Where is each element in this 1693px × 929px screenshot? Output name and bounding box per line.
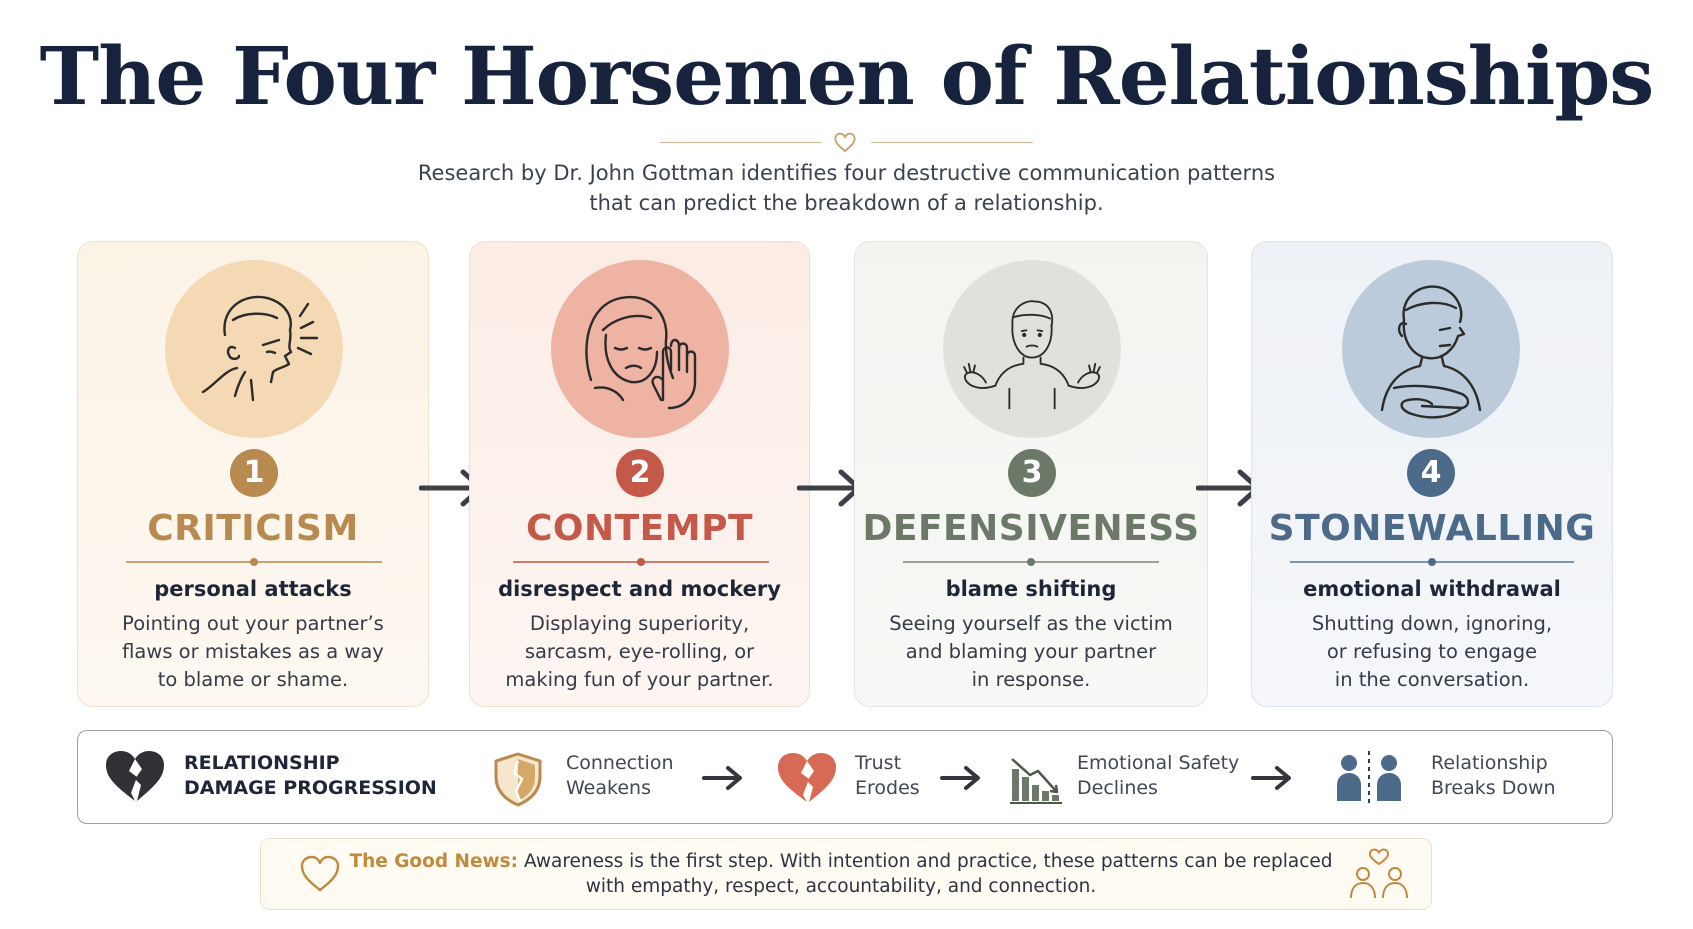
contempt-subtitle: disrespect and mockery	[498, 577, 781, 601]
progression-heading: RELATIONSHIP DAMAGE PROGRESSION	[184, 752, 437, 799]
progression-step-trust: Trust Erodes	[855, 752, 920, 799]
stonewalling-subtitle: emotional withdrawal	[1303, 577, 1561, 601]
title-divider	[0, 129, 1693, 155]
criticism-subtitle: personal attacks	[154, 577, 352, 601]
horseman-card-stonewalling: 4 STONEWALLING emotional withdrawal Shut…	[1251, 241, 1613, 707]
horseman-card-criticism: 1 CRITICISM personal attacks Pointing ou…	[77, 241, 429, 707]
criticism-description: Pointing out your partner’s flaws or mis…	[122, 612, 384, 691]
cracked-shield-icon	[494, 752, 542, 807]
separated-people-icon	[1337, 751, 1401, 803]
stonewalling-divider	[1290, 558, 1574, 566]
contempt-number-badge: 2	[616, 449, 664, 497]
page-title: The Four Horsemen of Relationships	[39, 29, 1655, 123]
arrow-right-icon	[702, 766, 742, 790]
arms-crossed-man-icon	[1342, 260, 1520, 438]
good-news-banner: The Good News: Awareness is the first st…	[260, 838, 1432, 910]
good-news-lead: The Good News:	[349, 851, 519, 872]
damage-progression-bar: RELATIONSHIP DAMAGE PROGRESSION Connecti…	[77, 730, 1613, 824]
defensiveness-subtitle: blame shifting	[945, 577, 1117, 601]
broken-heart-icon	[106, 751, 164, 801]
dismissive-woman-icon	[551, 260, 729, 438]
horseman-card-contempt: 2 CONTEMPT disrespect and mockery Displa…	[469, 241, 810, 707]
progression-step-relationship: Relationship Breaks Down	[1431, 752, 1556, 799]
stonewalling-description: Shutting down, ignoring, or refusing to …	[1311, 612, 1553, 691]
criticism-title: CRITICISM	[147, 508, 359, 549]
heart-outline-icon	[300, 855, 340, 892]
contempt-description: Displaying superiority, sarcasm, eye-rol…	[505, 612, 774, 691]
defensiveness-title: DEFENSIVENESS	[862, 508, 1200, 549]
arrow-right-icon	[940, 766, 980, 790]
couple-heart-icon	[1350, 848, 1408, 899]
criticism-divider	[126, 558, 382, 566]
progression-step-connection: Connection Weakens	[566, 752, 674, 799]
broken-heart-icon	[778, 753, 836, 802]
stonewalling-title: STONEWALLING	[1268, 508, 1596, 549]
shrugging-man-icon	[943, 260, 1121, 438]
defensiveness-description: Seeing yourself as the victim and blamin…	[889, 612, 1173, 691]
contempt-title: CONTEMPT	[525, 508, 754, 549]
progression-step-emotional-safety: Emotional Safety Declines	[1077, 752, 1240, 799]
defensiveness-divider	[903, 558, 1159, 566]
stonewalling-number-badge: 4	[1407, 449, 1455, 497]
heart-icon	[834, 132, 856, 153]
good-news-text: The Good News: Awareness is the first st…	[349, 851, 1333, 897]
arrow-right-icon	[1251, 766, 1291, 790]
contempt-divider	[513, 558, 769, 566]
angry-man-icon	[165, 260, 343, 438]
page-subtitle: Research by Dr. John Gottman identifies …	[417, 161, 1276, 215]
declining-chart-icon	[1010, 758, 1062, 804]
criticism-number-badge: 1	[230, 449, 278, 497]
horseman-card-defensiveness: 3 DEFENSIVENESS blame shifting Seeing yo…	[854, 241, 1208, 707]
defensiveness-number-badge: 3	[1008, 449, 1056, 497]
